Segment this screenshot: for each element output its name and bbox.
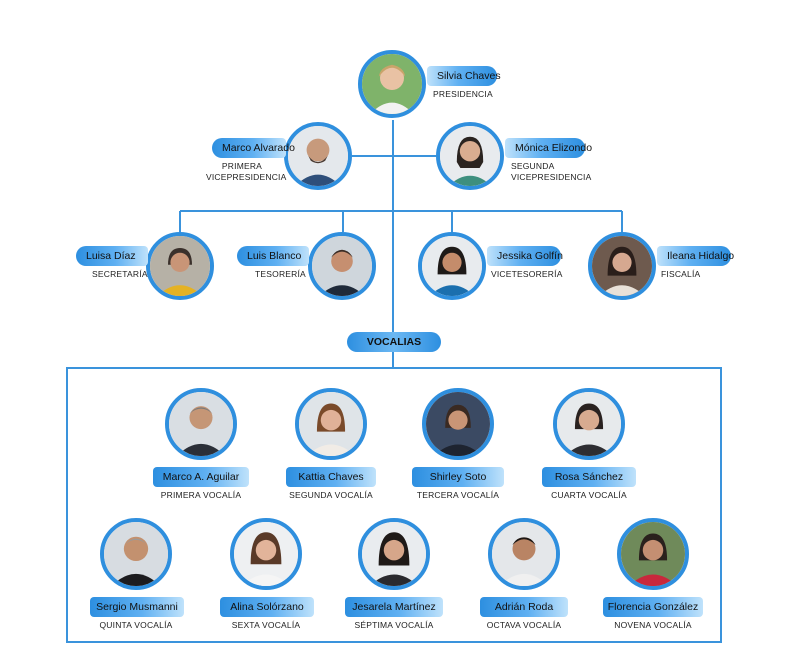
name-kattia-chaves: Kattia Chaves [286, 467, 376, 487]
alina-solorzano-photo [230, 518, 302, 590]
kattia-chaves-photo [295, 388, 367, 460]
adrian-roda-photo [488, 518, 560, 590]
name-jessika-golfin: Jessika Golfín [487, 246, 563, 266]
name-silvia-chaves: Silvia Chaves [427, 66, 501, 86]
name-shirley-soto: Shirley Soto [412, 467, 504, 487]
role-sexta-vocalia: SEXTA VOCALÍA [231, 620, 301, 630]
luis-blanco-photo [308, 232, 376, 300]
role-secretaria: SECRETARÍA [92, 269, 148, 279]
florencia-gonzalez-photo [617, 518, 689, 590]
rosa-sanchez-photo [553, 388, 625, 460]
name-monica-elizondo: Mónica Elizondo [505, 138, 592, 158]
sergio-musmanni-photo [100, 518, 172, 590]
name-rosa-sanchez: Rosa Sánchez [542, 467, 636, 487]
vocalias-label: VOCALIAS [347, 332, 441, 352]
role-segunda-vocalia: SEGUNDA VOCALÍA [289, 490, 373, 500]
jesarela-martinez-photo [358, 518, 430, 590]
role-septima-vocalia: SÉPTIMA VOCALÍA [354, 620, 434, 630]
role-cuarta-vocalia: CUARTA VOCALÍA [551, 490, 627, 500]
role-primera-vocalia: PRIMERA VOCALÍA [160, 490, 242, 500]
name-luisa-diaz: Luisa Díaz [76, 246, 148, 266]
role-fiscalia: FISCALÍA [661, 269, 701, 279]
vocalias-box [66, 367, 722, 643]
role-novena-vocalia: NOVENA VOCALÍA [614, 620, 692, 630]
ileana-hidalgo-photo [588, 232, 656, 300]
jessika-golfin-photo [418, 232, 486, 300]
silvia-chaves-photo [358, 50, 426, 118]
role-tesoreria: TESORERÍA [255, 269, 306, 279]
role-vicetesoreria: VICETESORERÍA [491, 269, 563, 279]
role-octava-vocalia: OCTAVA VOCALÍA [486, 620, 562, 630]
monica-elizondo-photo [436, 122, 504, 190]
name-florencia-gonzalez: Florencia González [603, 597, 703, 617]
name-alina-solorzano: Alina Solórzano [220, 597, 314, 617]
role-quinta-vocalia: QUINTA VOCALÍA [99, 620, 173, 630]
role-tercera-vocalia: TERCERA VOCALÍA [416, 490, 500, 500]
marco-alvarado-photo [284, 122, 352, 190]
shirley-soto-photo [422, 388, 494, 460]
name-jesarela-martinez: Jesarela Martínez [345, 597, 443, 617]
name-sergio-musmanni: Sergio Musmanni [90, 597, 184, 617]
role-presidencia: PRESIDENCIA [433, 89, 493, 99]
luisa-diaz-photo [146, 232, 214, 300]
name-marco-alvarado: Marco Alvarado [212, 138, 295, 158]
marco-aguilar-photo [165, 388, 237, 460]
name-luis-blanco: Luis Blanco [237, 246, 309, 266]
name-adrian-roda: Adrián Roda [480, 597, 568, 617]
name-ileana-hidalgo: Ileana Hidalgo [657, 246, 734, 266]
name-marco-aguilar: Marco A. Aguilar [153, 467, 249, 487]
